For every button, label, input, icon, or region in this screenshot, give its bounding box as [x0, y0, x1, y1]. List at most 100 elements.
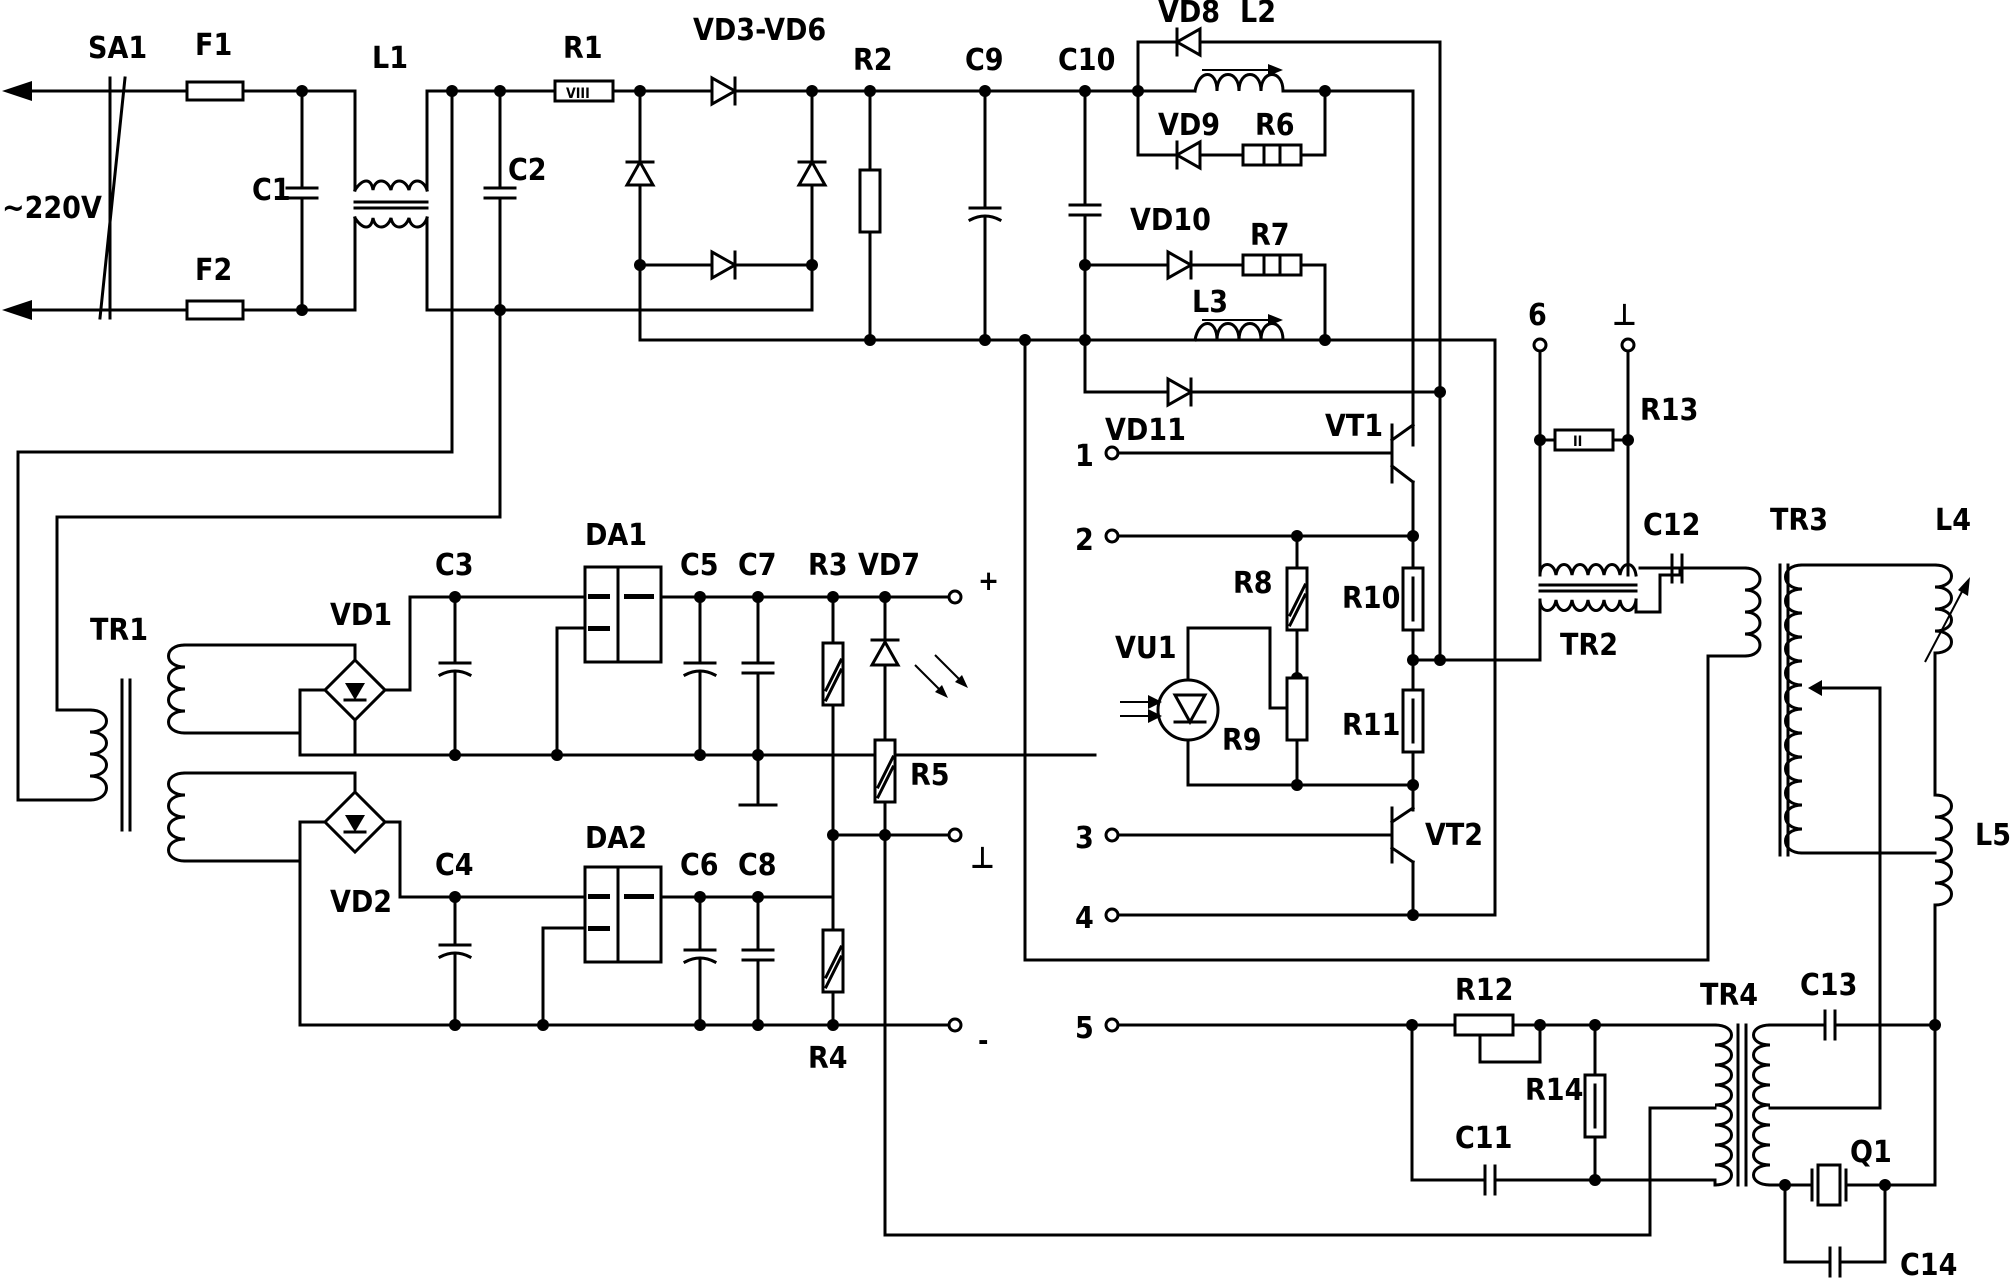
crystal-q1: Q1: [1779, 1135, 1937, 1207]
label-vd8: VD8: [1158, 0, 1220, 30]
capacitor-c10: C10: [1058, 43, 1115, 394]
capacitor-c8: C8: [738, 848, 777, 1031]
potentiometer-r9: R9: [1222, 626, 1309, 787]
label-c11: C11: [1455, 1121, 1512, 1156]
capacitor-c11: C11: [1410, 1023, 1717, 1196]
label-vd7: VD7: [858, 548, 920, 583]
label-r2: R2: [853, 43, 893, 78]
label-c12: C12: [1643, 508, 1700, 543]
terminal-plus[interactable]: +: [947, 564, 999, 605]
label-c6: C6: [680, 848, 719, 883]
terminal-1-label: 1: [1075, 439, 1094, 474]
resistor-r14: R14: [1525, 1023, 1607, 1186]
label-da1: DA1: [585, 518, 647, 553]
label-f1: F1: [195, 28, 232, 63]
resistor-r2: R2: [853, 43, 893, 346]
label-tr1: TR1: [90, 613, 148, 648]
resistor-r3: R3: [808, 548, 848, 841]
photodiode-vu1: VU1: [1115, 626, 1419, 791]
resistor-r10: R10: [1342, 534, 1542, 692]
label-c7: C7: [738, 548, 777, 583]
resistor-r11: R11: [1342, 688, 1425, 812]
label-vt2: VT2: [1425, 818, 1483, 853]
label-vd1: VD1: [330, 598, 392, 633]
label-r5: R5: [910, 758, 950, 793]
label-r13: R13: [1640, 393, 1698, 428]
label-c4: C4: [435, 848, 474, 883]
label-r3: R3: [808, 548, 848, 583]
label-l1: L1: [372, 41, 408, 76]
potentiometer-r12: R12: [1453, 973, 1717, 1064]
label-tr4: TR4: [1700, 978, 1758, 1013]
terminal-plus-label: +: [978, 564, 999, 597]
terminal-5-label: 5: [1075, 1011, 1094, 1046]
capacitor-c13: C13: [1800, 968, 1937, 1041]
terminal-1[interactable]: 1: [1075, 439, 1392, 474]
terminal-4-label: 4: [1075, 901, 1094, 936]
terminal-5[interactable]: 5: [1075, 1011, 1457, 1046]
label-c9: C9: [965, 43, 1004, 78]
label-f2: F2: [195, 253, 232, 288]
resistor-r13: II R13: [1538, 393, 1698, 452]
label-c1: C1: [252, 173, 291, 208]
label-c2: C2: [508, 153, 547, 188]
regulator-da1: DA1: [551, 518, 957, 761]
capacitor-c6: C6: [680, 848, 719, 1031]
label-vt1: VT1: [1325, 409, 1383, 444]
regulator-da2: DA2: [537, 821, 835, 1031]
bridge-vd3-vd6: VD3-VD6: [498, 13, 1497, 342]
terminal-minus[interactable]: -: [947, 1017, 988, 1057]
diode-vd11: VD11: [1083, 376, 1446, 448]
choke-l1: L1: [352, 41, 502, 312]
terminal-3-label: 3: [1075, 821, 1094, 856]
label-supply: ~220V: [2, 191, 102, 226]
resistor-r4: R4: [808, 833, 848, 1076]
label-r8: R8: [1233, 566, 1273, 601]
transformer-tr4: TR4: [1700, 978, 1827, 1187]
terminal-ground-top[interactable]: ⊥: [1612, 298, 1637, 577]
transformer-tr2: TR2: [1538, 563, 1682, 663]
capacitor-c3: C3: [435, 548, 474, 761]
label-l2: L2: [1240, 0, 1276, 30]
snubber-vd10-l3: VD10 R7 L3: [1083, 203, 1331, 346]
terminal-3[interactable]: 3: [1075, 821, 1392, 856]
label-r9: R9: [1222, 723, 1262, 758]
label-r12: R12: [1455, 973, 1513, 1008]
terminal-6[interactable]: 6: [1528, 298, 1548, 577]
label-r1: R1: [563, 31, 603, 66]
label-vd9: VD9: [1158, 108, 1220, 143]
terminal-4[interactable]: 4: [1075, 901, 1497, 936]
label-sa1: SA1: [88, 31, 147, 66]
bridge-vd2: VD2: [298, 789, 952, 1027]
capacitor-c1: C1: [252, 85, 319, 316]
terminal-6-label: 6: [1528, 298, 1547, 333]
resistor-r8: R8: [1233, 534, 1309, 680]
transformer-tr1: TR1: [88, 613, 357, 863]
capacitor-c5: C5: [680, 548, 719, 761]
snubber-vd8-l2: VD8 L2 VD9 R6: [1132, 0, 1442, 662]
label-r6: R6: [1255, 108, 1295, 143]
bridge-vd1: VD1: [298, 595, 1097, 757]
label-c14: C14: [1900, 1248, 1957, 1279]
capacitor-c7: C7: [738, 548, 778, 807]
transformer-tr3: TR3: [1706, 503, 1937, 1110]
terminal-ground[interactable]: ⊥: [831, 827, 995, 876]
label-vd3-vd6: VD3-VD6: [693, 13, 826, 48]
transistor-vt2: VT2: [1389, 805, 1483, 917]
terminal-2-label: 2: [1075, 523, 1094, 558]
terminal-ground-top-label: ⊥: [1612, 298, 1637, 333]
label-r14: R14: [1525, 1073, 1583, 1108]
label-c10: C10: [1058, 43, 1115, 78]
label-tr3: TR3: [1770, 503, 1828, 538]
fuses: F1 F2: [118, 28, 357, 321]
terminal-2[interactable]: 2: [1075, 523, 1419, 558]
label-vd2: VD2: [330, 885, 392, 920]
capacitor-c4: C4: [435, 848, 474, 1031]
mains-input: SA1 ~220V: [2, 31, 147, 320]
label-c5: C5: [680, 548, 719, 583]
transistor-vt1: VT1: [1325, 409, 1416, 572]
r1-marking: VIII: [566, 86, 590, 102]
label-l3: L3: [1192, 285, 1228, 320]
label-vd10: VD10: [1130, 203, 1211, 238]
